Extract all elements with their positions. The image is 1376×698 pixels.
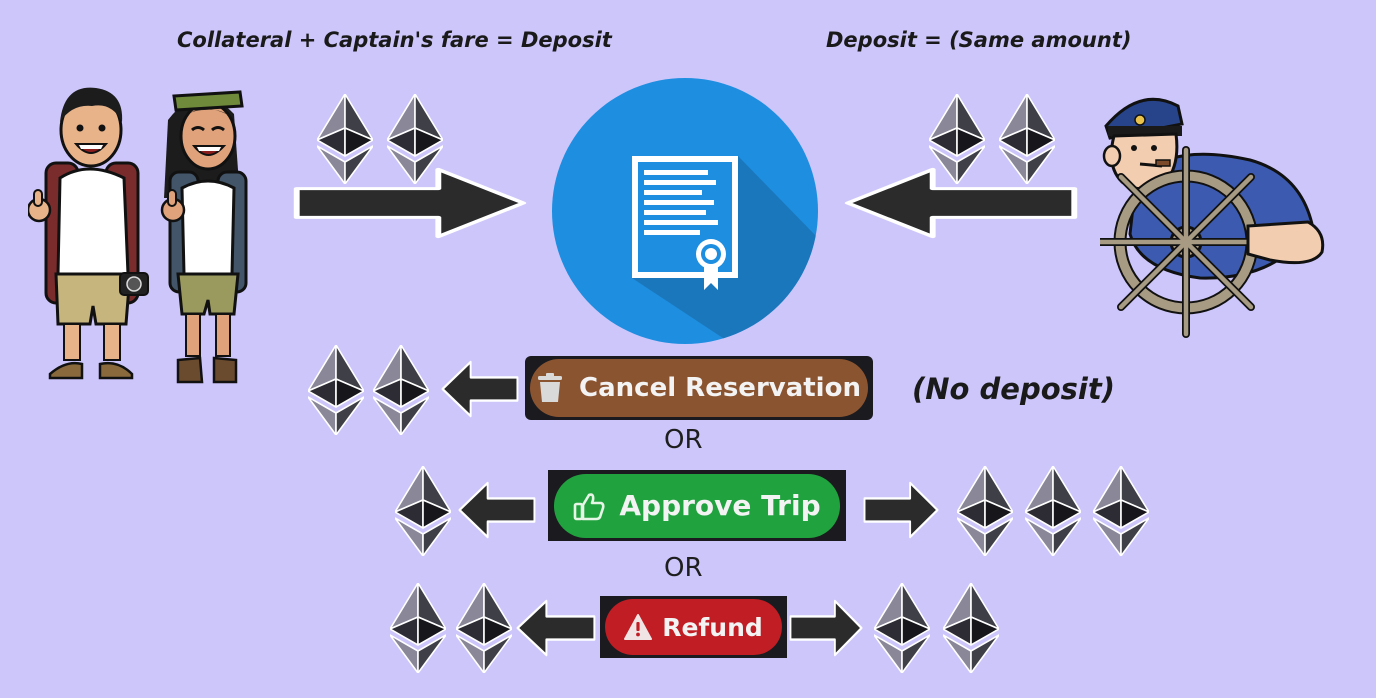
- ethereum-icon: [390, 583, 446, 673]
- ethereum-icon: [395, 466, 451, 556]
- arrow-left-icon: [458, 481, 536, 539]
- cancel-reservation-label: Cancel Reservation: [579, 373, 861, 403]
- ethereum-icon: [943, 583, 999, 673]
- trash-icon: [538, 373, 563, 402]
- deposit-formula-caption: Collateral + Captain's fare = Deposit: [177, 28, 612, 52]
- contract-certificate-icon: [552, 78, 818, 344]
- travelers-illustration: [28, 87, 248, 384]
- no-deposit-note: (No deposit): [912, 372, 1115, 406]
- approve-trip-frame: Approve Trip: [548, 470, 846, 541]
- ethereum-icon: [373, 345, 429, 435]
- refund-label: Refund: [662, 612, 763, 642]
- cancel-reservation-frame: Cancel Reservation: [525, 356, 873, 420]
- arrow-left-icon: [516, 599, 596, 657]
- or-divider: OR: [664, 553, 703, 583]
- cancel-reservation-button[interactable]: Cancel Reservation: [530, 359, 868, 417]
- arrow-right-icon: [292, 167, 528, 239]
- captain-deposit-caption: Deposit = (Same amount): [826, 28, 1132, 52]
- ethereum-icon: [874, 583, 930, 673]
- thumbs-up-icon: [574, 492, 605, 520]
- ethereum-icon: [1093, 466, 1149, 556]
- or-divider: OR: [664, 425, 703, 455]
- ethereum-icon: [1025, 466, 1081, 556]
- arrow-left-icon: [843, 167, 1079, 239]
- ethereum-icon: [957, 466, 1013, 556]
- approve-trip-button[interactable]: Approve Trip: [554, 473, 840, 538]
- arrow-left-icon: [441, 360, 519, 418]
- refund-frame: Refund: [600, 596, 787, 658]
- captain-illustration: [1100, 97, 1325, 338]
- arrow-right-icon: [863, 481, 939, 539]
- ethereum-icon: [308, 345, 364, 435]
- male-traveler: [28, 87, 149, 380]
- arrow-right-icon: [789, 599, 863, 657]
- approve-trip-label: Approve Trip: [619, 489, 821, 522]
- warning-icon: [624, 614, 653, 640]
- female-traveler: [160, 90, 248, 384]
- ethereum-icon: [456, 583, 512, 673]
- refund-button[interactable]: Refund: [605, 599, 782, 655]
